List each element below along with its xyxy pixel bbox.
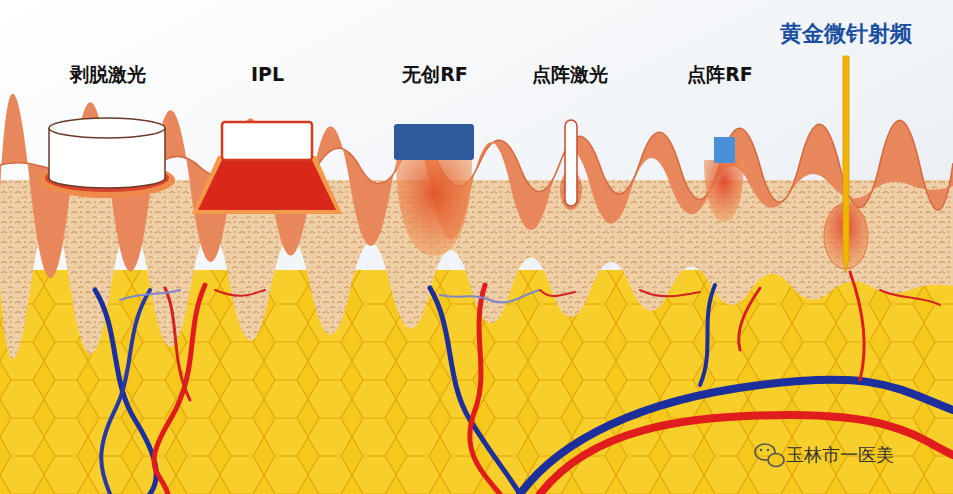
device-shape	[380, 62, 490, 258]
device-label: 点阵RF	[670, 62, 770, 87]
device-shape	[670, 62, 770, 224]
device-shape	[770, 20, 922, 275]
device-label: 无创RF	[380, 62, 490, 87]
device-label: 点阵激光	[515, 62, 625, 87]
treatment-device: 点阵RF	[670, 62, 770, 224]
watermark: 玉林市一医美	[786, 443, 894, 467]
treatment-device: IPL	[190, 62, 345, 214]
treatment-device: 剥脱激光	[40, 62, 175, 202]
device-label: 黄金微针射频	[770, 20, 922, 49]
device-label: 剥脱激光	[40, 62, 175, 87]
device-label: IPL	[190, 62, 345, 87]
wechat-icon	[755, 444, 784, 467]
treatment-device: 点阵激光	[515, 62, 625, 210]
treatment-device: 无创RF	[380, 62, 490, 258]
treatment-device: 黄金微针射频	[770, 20, 922, 275]
